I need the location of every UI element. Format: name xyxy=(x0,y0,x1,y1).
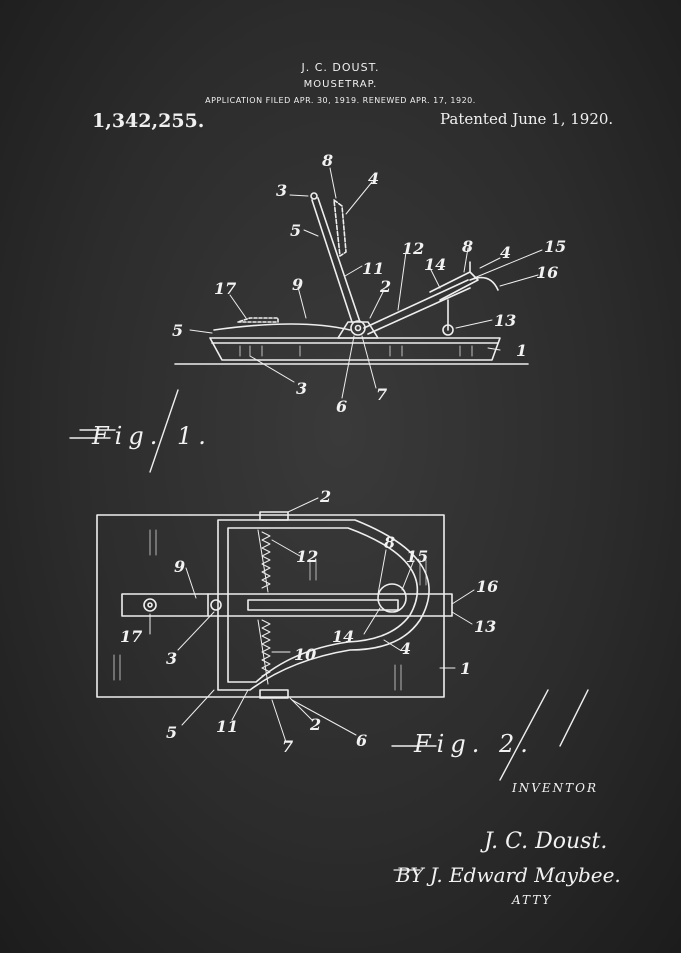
fig2-ref-3: 3 xyxy=(166,649,177,668)
fig2-drawing xyxy=(96,497,589,781)
fig1-ref-12: 12 xyxy=(402,239,424,258)
fig1-drawing xyxy=(69,167,543,473)
fig1-ref-4: 4 xyxy=(368,169,379,188)
fig1-ref-16: 16 xyxy=(536,263,558,282)
invention-title: MOUSETRAP. xyxy=(303,79,378,90)
fig2-ref-6: 6 xyxy=(356,731,367,750)
attorney-label: ATTY xyxy=(511,893,552,907)
fig2-ref-15: 15 xyxy=(406,547,428,566)
fig2-ref-9: 9 xyxy=(174,557,185,576)
fig2-ref-14: 14 xyxy=(332,627,354,646)
fig1-ref-8b: 8 xyxy=(461,237,473,256)
fig1-ref-1: 1 xyxy=(516,341,527,360)
fig2-ref-1: 1 xyxy=(460,659,471,678)
fig1-ref-17: 17 xyxy=(214,279,236,298)
fig2-labels: 2 12 8 15 16 9 13 17 3 14 10 4 1 5 11 2 … xyxy=(120,487,534,758)
fig2-ref-17: 17 xyxy=(120,627,142,646)
application-filed-line: APPLICATION FILED APR. 30, 1919. RENEWED… xyxy=(205,96,476,105)
fig1-ref-3b: 3 xyxy=(296,379,307,398)
fig2-ref-4: 4 xyxy=(400,639,411,658)
fig2-ref-10: 10 xyxy=(294,645,316,664)
fig2-ref-16: 16 xyxy=(476,577,498,596)
fig1-label: Fig. 1. xyxy=(91,422,212,450)
fig2-ref-13: 13 xyxy=(474,617,496,636)
patent-date: Patented June 1, 1920. xyxy=(440,110,614,128)
fig2-ref-5: 5 xyxy=(166,723,177,742)
fig1-ref-8: 8 xyxy=(321,151,333,170)
inventor-label: INVENTOR xyxy=(511,781,598,795)
fig1-ref-13: 13 xyxy=(494,311,516,330)
fig1-ref-3: 3 xyxy=(276,181,287,200)
fig2-ref-2b: 2 xyxy=(309,715,321,734)
inventor-name: J. C. DOUST. xyxy=(301,61,380,74)
fig1-ref-6: 6 xyxy=(336,397,347,416)
fig1-ref-5b: 5 xyxy=(172,321,183,340)
inventor-signature: J. C. Doust. xyxy=(480,829,607,854)
fig1-ref-4b: 4 xyxy=(500,243,511,262)
fig2-ref-11: 11 xyxy=(216,717,238,736)
fig2-label: Fig. 2. xyxy=(413,730,534,758)
fig2-ref-12: 12 xyxy=(296,547,318,566)
fig1-ref-11: 11 xyxy=(362,259,384,278)
patent-number: 1,342,255. xyxy=(92,110,205,132)
fig1-ref-9: 9 xyxy=(292,275,303,294)
fig1-ref-7: 7 xyxy=(376,385,387,404)
fig2-ref-7: 7 xyxy=(282,737,293,756)
fig1-labels: 8 3 4 5 12 8 4 15 16 14 11 17 9 2 5 13 1… xyxy=(91,151,566,450)
fig2-ref-8: 8 xyxy=(383,533,395,552)
attorney-signature: BY J. Edward Maybee. xyxy=(395,863,621,887)
fig2-ref-2: 2 xyxy=(319,487,331,506)
fig1-ref-5: 5 xyxy=(290,221,301,240)
fig1-ref-2: 2 xyxy=(379,277,391,296)
signature-block: INVENTOR J. C. Doust. BY J. Edward Maybe… xyxy=(395,781,621,907)
fig1-ref-14: 14 xyxy=(424,255,446,274)
fig1-ref-15: 15 xyxy=(544,237,566,256)
